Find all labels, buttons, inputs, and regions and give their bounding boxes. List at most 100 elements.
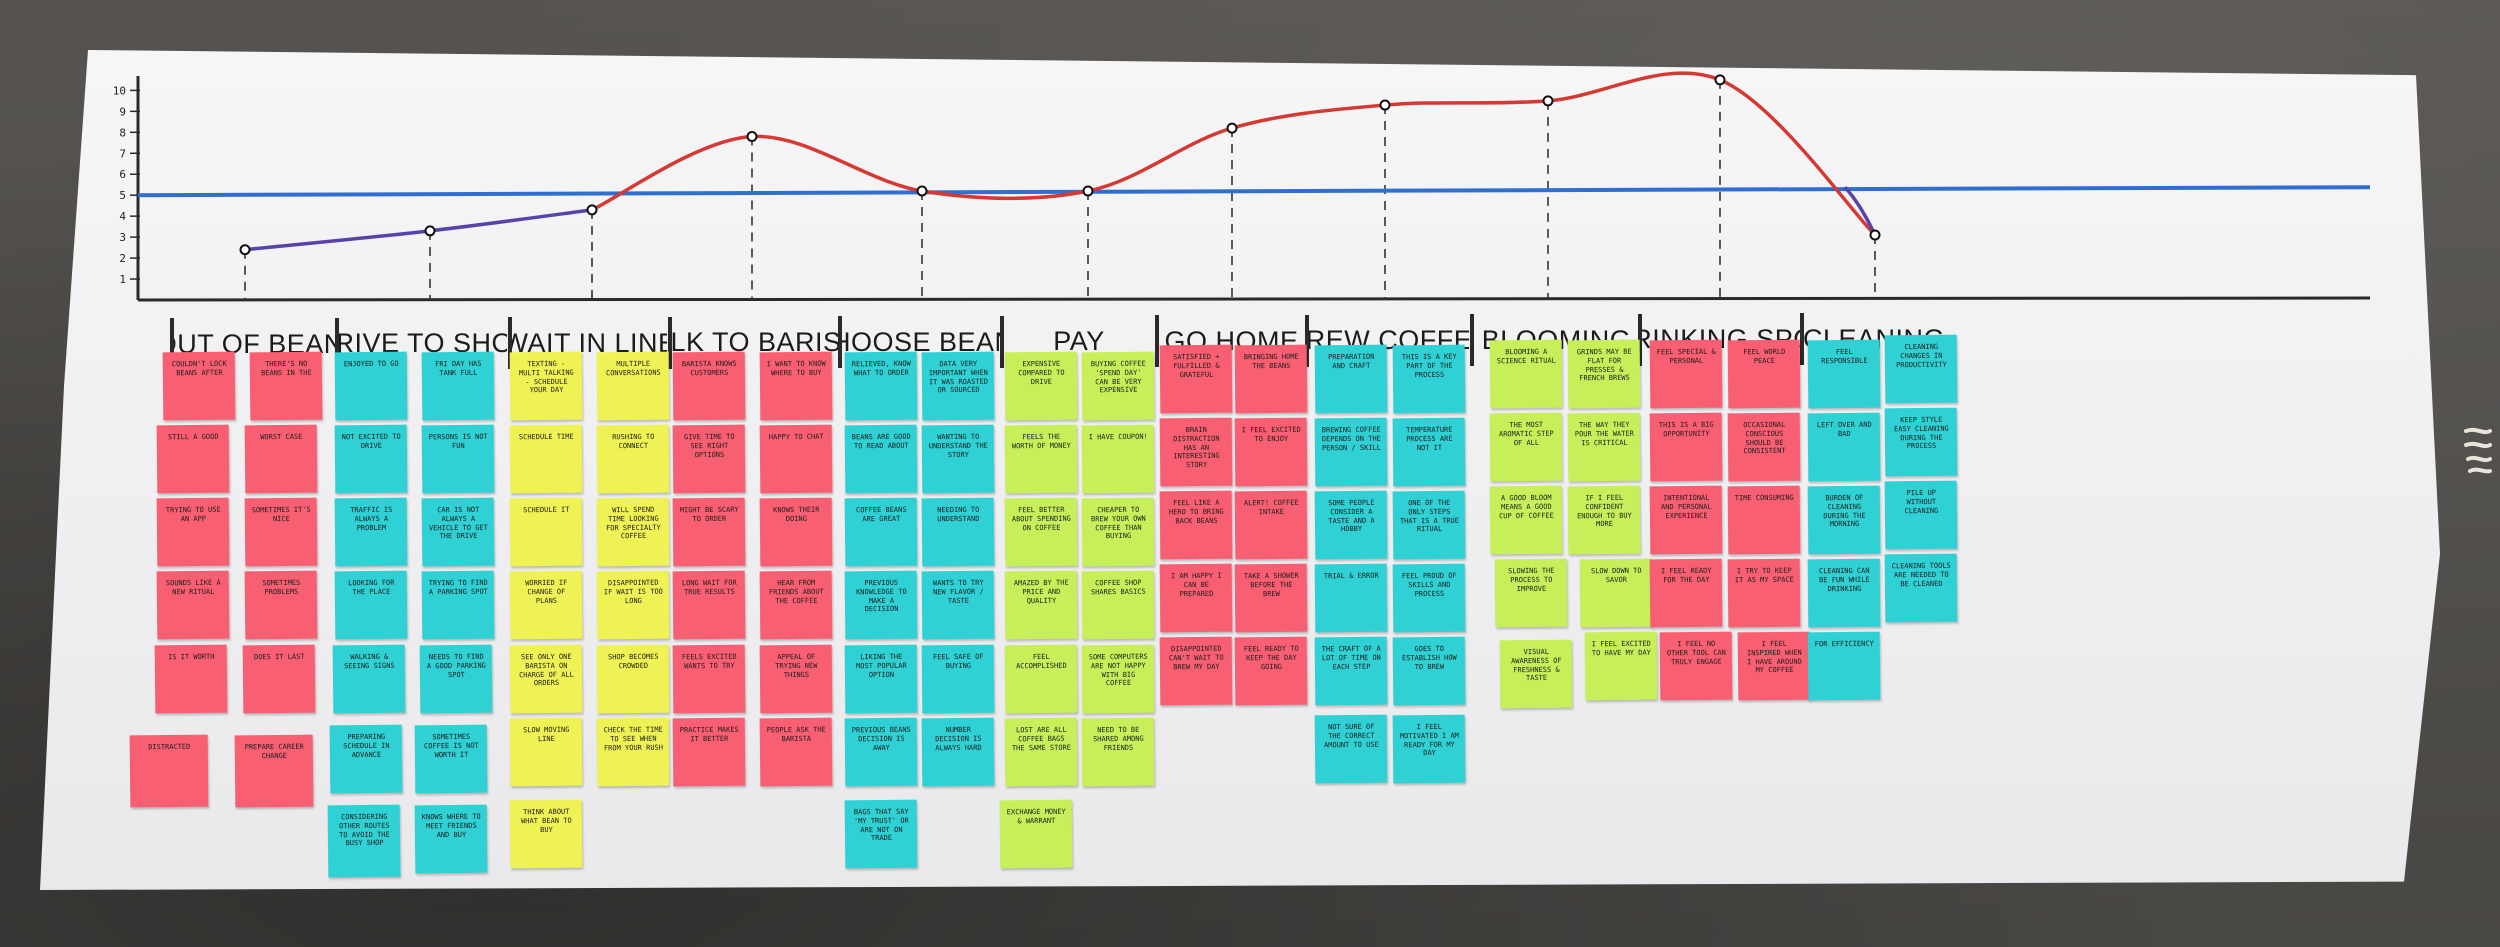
sticky-note: LEFT OVER AND BAD [1807,412,1881,482]
sticky-note: LONG WAIT FOR TRUE RESULTS [672,570,746,640]
sticky-note: LIKING THE MOST POPULAR OPTION [844,644,918,714]
emotion-curve-low-segment [244,208,593,252]
sticky-note: I FEEL MOTIVATED I AM READY FOR MY DAY [1392,714,1466,784]
sticky-note: LOST ARE ALL COFFEE BAGS THE SAME STORE [1004,717,1078,787]
y-tick-label: 10 [113,84,126,97]
sticky-note: BREWING COFFEE DEPENDS ON THE PERSON / S… [1314,417,1388,487]
sticky-note: PEOPLE ASK THE BARISTA [759,717,833,787]
sticky-note: TAKE A SHOWER BEFORE THE BREW [1234,563,1308,633]
sticky-note: DISAPPOINTED IF WAIT IS TOO LONG [596,570,670,640]
sticky-note: HAPPY TO CHAT [759,424,833,494]
sticky-note: WORRIED IF CHANGE OF PLANS [509,570,583,640]
y-tick-label: 3 [119,231,126,244]
sticky-note: COULDN'T LOCK BEANS AFTER [162,351,236,421]
sticky-note: NEEDING TO UNDERSTAND [921,497,995,567]
stage-header: CHOOSE BEANS [838,316,1002,368]
sticky-note: NEED TO BE SHARED AMONG FRIENDS [1081,717,1155,787]
sticky-note: DISTRACTED [129,734,209,808]
sticky-note: FEELS THE WORTH OF MONEY [1004,424,1078,494]
sticky-note: DOES IT LAST [242,644,316,714]
sticky-note: INTENTIONAL AND PERSONAL EXPERIENCE [1649,485,1723,555]
sticky-note: WORST CASE [244,424,318,494]
sticky-note: BLOOMING A SCIENCE RITUAL [1489,339,1563,409]
sticky-note: BEANS ARE GOOD TO READ ABOUT [844,424,918,494]
sticky-note: SLOWING THE PROCESS TO IMPROVE [1494,558,1568,628]
sticky-note: BRAIN DISTRACTION HAS AN INTERESTING STO… [1159,417,1233,487]
emotion-curve-end-segment [1843,186,1877,236]
sticky-note: HEAR FROM FRIENDS ABOUT THE COFFEE [759,570,833,640]
sticky-note: BRINGING HOME THE BEANS [1234,344,1308,414]
data-point [916,185,928,197]
sticky-note: TEMPERATURE PROCESS ARE NOT IT [1392,417,1466,487]
sticky-note: SCHEDULE TIME [509,424,583,494]
sticky-note: DISAPPOINTED CAN'T WAIT TO BREW MY DAY [1159,636,1233,706]
y-tick-label: 6 [119,168,126,181]
sticky-note: IF I FEEL CONFIDENT ENOUGH TO BUY MORE [1567,485,1641,555]
y-tick-label: 4 [119,210,126,223]
sticky-note: FOR EFFICIENCY [1807,631,1881,701]
sticky-note: I FEEL EXCITED TO ENJOY [1234,417,1308,487]
sticky-note: PREVIOUS BEANS DECISION IS AWAY [844,717,918,787]
neutral-baseline [137,185,2371,198]
sticky-note: RUSHING TO CONNECT [596,424,670,494]
sticky-note: KNOWS WHERE TO MEET FRIENDS AND BUY [414,804,488,874]
sticky-note: SEE ONLY ONE BARISTA ON CHARGE OF ALL OR… [509,644,583,714]
sticky-note: FEEL SAFE OF BUYING [921,644,995,714]
sticky-note: FEEL SPECIAL & PERSONAL [1649,339,1723,409]
sticky-note: FRI DAY HAS TANK FULL [421,351,495,421]
sticky-note: SATISFIED + FULFILLED & GRATEFUL [1159,344,1233,414]
sticky-note: FEEL LIKE A HERO TO BRING BACK BEANS [1159,490,1233,560]
sticky-note: PILE UP WITHOUT CLEANING [1884,480,1958,550]
sticky-note: THE WAY THEY POUR THE WATER IS CRITICAL [1567,412,1641,482]
sticky-note: VISUAL AWARENESS OF FRESHNESS & TASTE [1499,639,1573,709]
rope-icon [2464,427,2492,474]
y-tick-label: 7 [119,147,126,160]
sticky-note: THE MOST AROMATIC STEP OF ALL [1489,412,1563,482]
sticky-note: TRYING TO FIND A PARKING SPOT [421,570,495,640]
sticky-note: FEEL WORLD PEACE [1727,339,1801,409]
sticky-note: THE CRAFT OF A LOT OF TIME ON EACH STEP [1314,636,1388,706]
data-point [424,225,436,237]
sticky-note: CLEANING CHANGES IN PRODUCTIVITY [1884,334,1958,404]
emotion-curve-high-segment [591,71,1877,237]
sticky-note: PRACTICE MAKES IT BETTER [672,717,746,787]
y-tick-label: 5 [119,189,126,202]
data-point [1226,122,1238,134]
sticky-note: I WANT TO KNOW WHERE TO BUY [759,351,833,421]
sticky-note: I FEEL READY FOR THE DAY [1649,558,1723,628]
sticky-note: AMAZED BY THE PRICE AND QUALITY [1004,570,1078,640]
sticky-note: EXCHANGE MONEY & WARRANT [999,799,1073,869]
data-point [1869,229,1881,241]
sticky-note: GIVE TIME TO SEE RIGHT OPTIONS [672,424,746,494]
sticky-note: I FEEL INSPIRED WHEN I HAVE AROUND MY CO… [1737,631,1811,701]
sticky-note: CLEANING CAN BE FUN WHILE DRINKING [1807,558,1881,628]
data-point [239,244,251,256]
sticky-note: WANTS TO TRY NEW FLAVOR / TASTE [921,570,995,640]
sticky-note: CHECK THE TIME TO SEE WHEN FROM YOUR RUS… [596,717,670,787]
y-tick-label: 2 [119,252,126,265]
sticky-note: SHOP BECOMES CROWDED [596,644,670,714]
sticky-note: EXPENSIVE COMPARED TO DRIVE [1004,351,1078,421]
sticky-note: SOMETIMES COFFEE IS NOT WORTH IT [414,724,488,794]
sticky-note: TIME CONSUMING [1727,485,1801,555]
sticky-note: RELIEVED, KNOW WHAT TO ORDER [844,351,918,421]
sticky-note: OCCASIONAL CONSCIOUS SHOULD BE CONSISTEN… [1727,412,1801,482]
sticky-note: SOMETIMES PROBLEMS [244,570,318,640]
sticky-note: TRIAL & ERROR [1314,563,1388,633]
sticky-note: CONSIDERING OTHER ROUTES TO AVOID THE BU… [327,804,401,878]
sticky-note: SLOW DOWN TO SAVOR [1579,558,1653,628]
sticky-note: GRINDS MAY BE FLAT FOR PRESSES & FRENCH … [1567,339,1641,409]
data-point [1082,185,1094,197]
sticky-note: SOUNDS LIKE A NEW RITUAL [156,570,230,640]
sticky-note: LOOKING FOR THE PLACE [334,570,408,640]
sticky-note: THIS IS A BIG OPPORTUNITY [1649,412,1723,482]
sticky-note: GOES TO ESTABLISH HOW TO BREW [1392,636,1466,706]
sticky-note: MULTIPLE CONVERSATIONS [596,351,670,421]
sticky-note: I AM HAPPY I CAN BE PREPARED [1159,563,1233,633]
y-tick-label: 8 [119,126,126,139]
sticky-note: DATA VERY IMPORTANT WHEN IT WAS ROASTED … [921,351,995,421]
sticky-note: NOT EXCITED TO DRIVE [334,424,408,494]
sticky-note: KNOWS THEIR DOING [759,497,833,567]
sticky-note: WILL SPEND TIME LOOKING FOR SPECIALTY CO… [596,497,670,567]
sticky-note: TRYING TO USE AN APP [156,497,230,567]
